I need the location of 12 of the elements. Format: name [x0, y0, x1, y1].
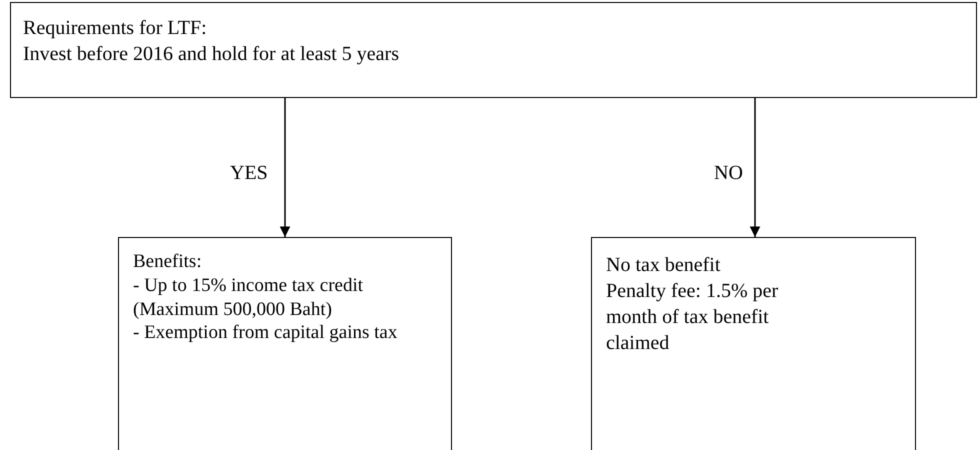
box-heading: Requirements for LTF:: [23, 16, 208, 41]
box-heading: No tax benefit: [606, 253, 722, 278]
box-text: Penalty fee: 1.5% per month of tax benefit claimed: [606, 279, 780, 356]
process-box: [591, 237, 916, 450]
process-box: [118, 237, 452, 450]
box-text: - Exemption from capital gains tax: [133, 321, 398, 345]
arrow: [750, 98, 760, 237]
process-box: [10, 2, 977, 98]
box-text: - Up to 15% income tax credit (Maximum 500,000 Baht): [133, 274, 364, 322]
box-text: Invest before 2016 and hold for at least 5 years: [23, 42, 400, 67]
box-heading: Benefits:: [133, 250, 203, 274]
arrow: [280, 98, 290, 237]
